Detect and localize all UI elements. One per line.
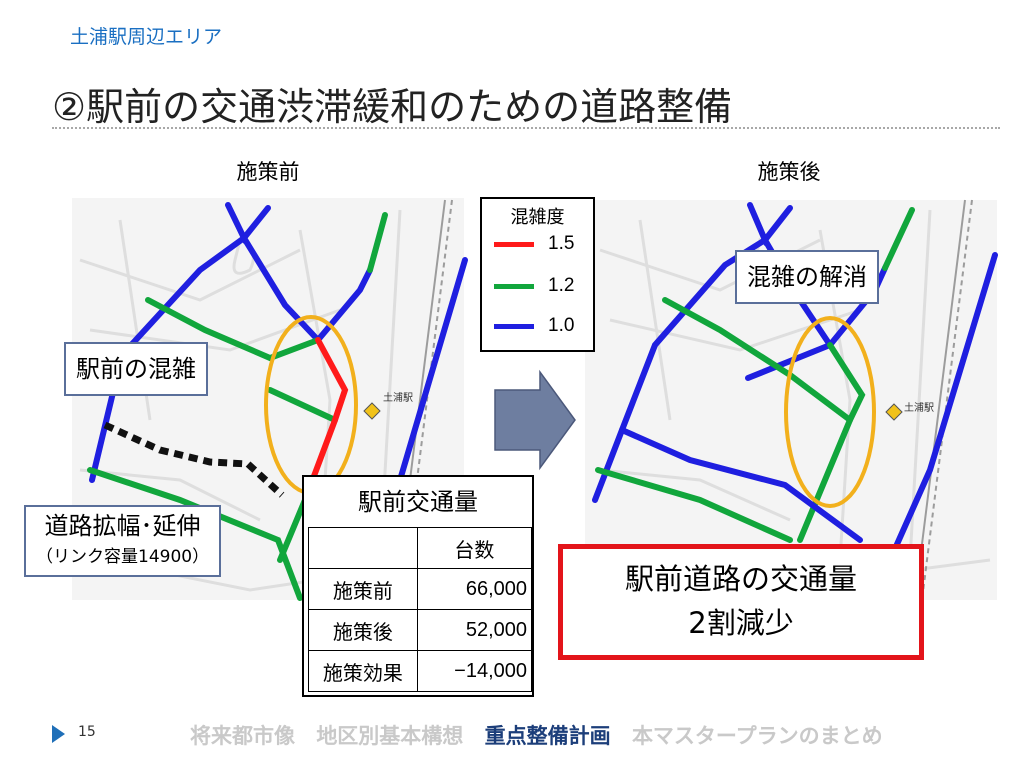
resolved-callout: 混雑の解消 (735, 250, 879, 304)
after-panel-label: 施策後 (757, 160, 821, 184)
table-row: 施策前 66,000 (308, 568, 533, 610)
row-label: 施策効果 (308, 650, 418, 692)
footer-triangle-icon (52, 725, 65, 743)
legend-swatch-blue (494, 323, 534, 329)
title-rule (52, 127, 1000, 129)
result-box: 駅前道路の交通量 2割減少 (558, 544, 924, 660)
road-widening-callout: 道路拡幅･延伸 （リンク容量14900） (24, 505, 222, 577)
link-capacity-note: （リンク容量14900） (36, 547, 210, 567)
table-row: 施策効果 −14,000 (308, 650, 533, 692)
footer-nav-item[interactable]: 本マスタープランのまとめ (631, 724, 883, 748)
traffic-volume-table: 台数 施策前 66,000 施策後 52,000 施策効果 −14,000 (308, 527, 533, 692)
legend-value: 1.0 (548, 315, 575, 336)
legend-swatch-green (494, 283, 534, 289)
result-line-1: 駅前道路の交通量 (624, 562, 857, 596)
legend-title: 混雑度 (510, 207, 565, 228)
legend-swatch-red (494, 241, 534, 247)
area-label: 土浦駅周辺エリア (70, 26, 223, 48)
table-corner-cell (308, 527, 418, 569)
row-value: −14,000 (416, 650, 533, 692)
page-number: 15 (78, 724, 96, 740)
footer-navigation: 将来都市像 地区別基本構想 重点整備計画 本マスタープランのまとめ (190, 720, 897, 750)
footer-nav-item[interactable]: 将来都市像 (190, 724, 295, 748)
congestion-callout: 駅前の混雑 (64, 342, 208, 396)
legend-value: 1.2 (548, 275, 575, 296)
legend-value: 1.5 (548, 233, 575, 254)
before-station-icon (363, 402, 381, 420)
table-title: 駅前交通量 (358, 488, 478, 516)
before-panel-label: 施策前 (236, 160, 300, 184)
row-label: 施策前 (308, 568, 418, 610)
station-traffic-table: 駅前交通量 台数 施策前 66,000 施策後 52,000 施策効果 −14,… (302, 475, 534, 697)
row-value: 52,000 (416, 609, 533, 651)
row-label: 施策後 (308, 609, 418, 651)
after-station-label: 土浦駅 (904, 401, 934, 414)
column-header: 台数 (416, 527, 533, 569)
footer-nav-item[interactable]: 地区別基本構想 (316, 724, 464, 748)
row-value: 66,000 (416, 568, 533, 610)
slide-title: ②駅前の交通渋滞緩和のための道路整備 (52, 85, 733, 129)
before-station-label: 土浦駅 (383, 391, 413, 404)
footer-nav-item-active[interactable]: 重点整備計画 (484, 724, 611, 748)
road-widening-title: 道路拡幅･延伸 (44, 512, 201, 540)
legend-item: 1.5 (494, 231, 574, 257)
after-resolved-ellipse (784, 316, 876, 508)
congestion-legend: 混雑度 1.5 1.2 1.0 (480, 197, 595, 352)
legend-item: 1.2 (494, 273, 574, 299)
table-row: 施策後 52,000 (308, 609, 533, 651)
before-after-arrow (494, 369, 576, 471)
result-line-2: 2割減少 (688, 606, 794, 640)
table-header-row: 台数 (308, 527, 533, 569)
after-station-icon (885, 403, 903, 421)
legend-item: 1.0 (494, 313, 574, 339)
